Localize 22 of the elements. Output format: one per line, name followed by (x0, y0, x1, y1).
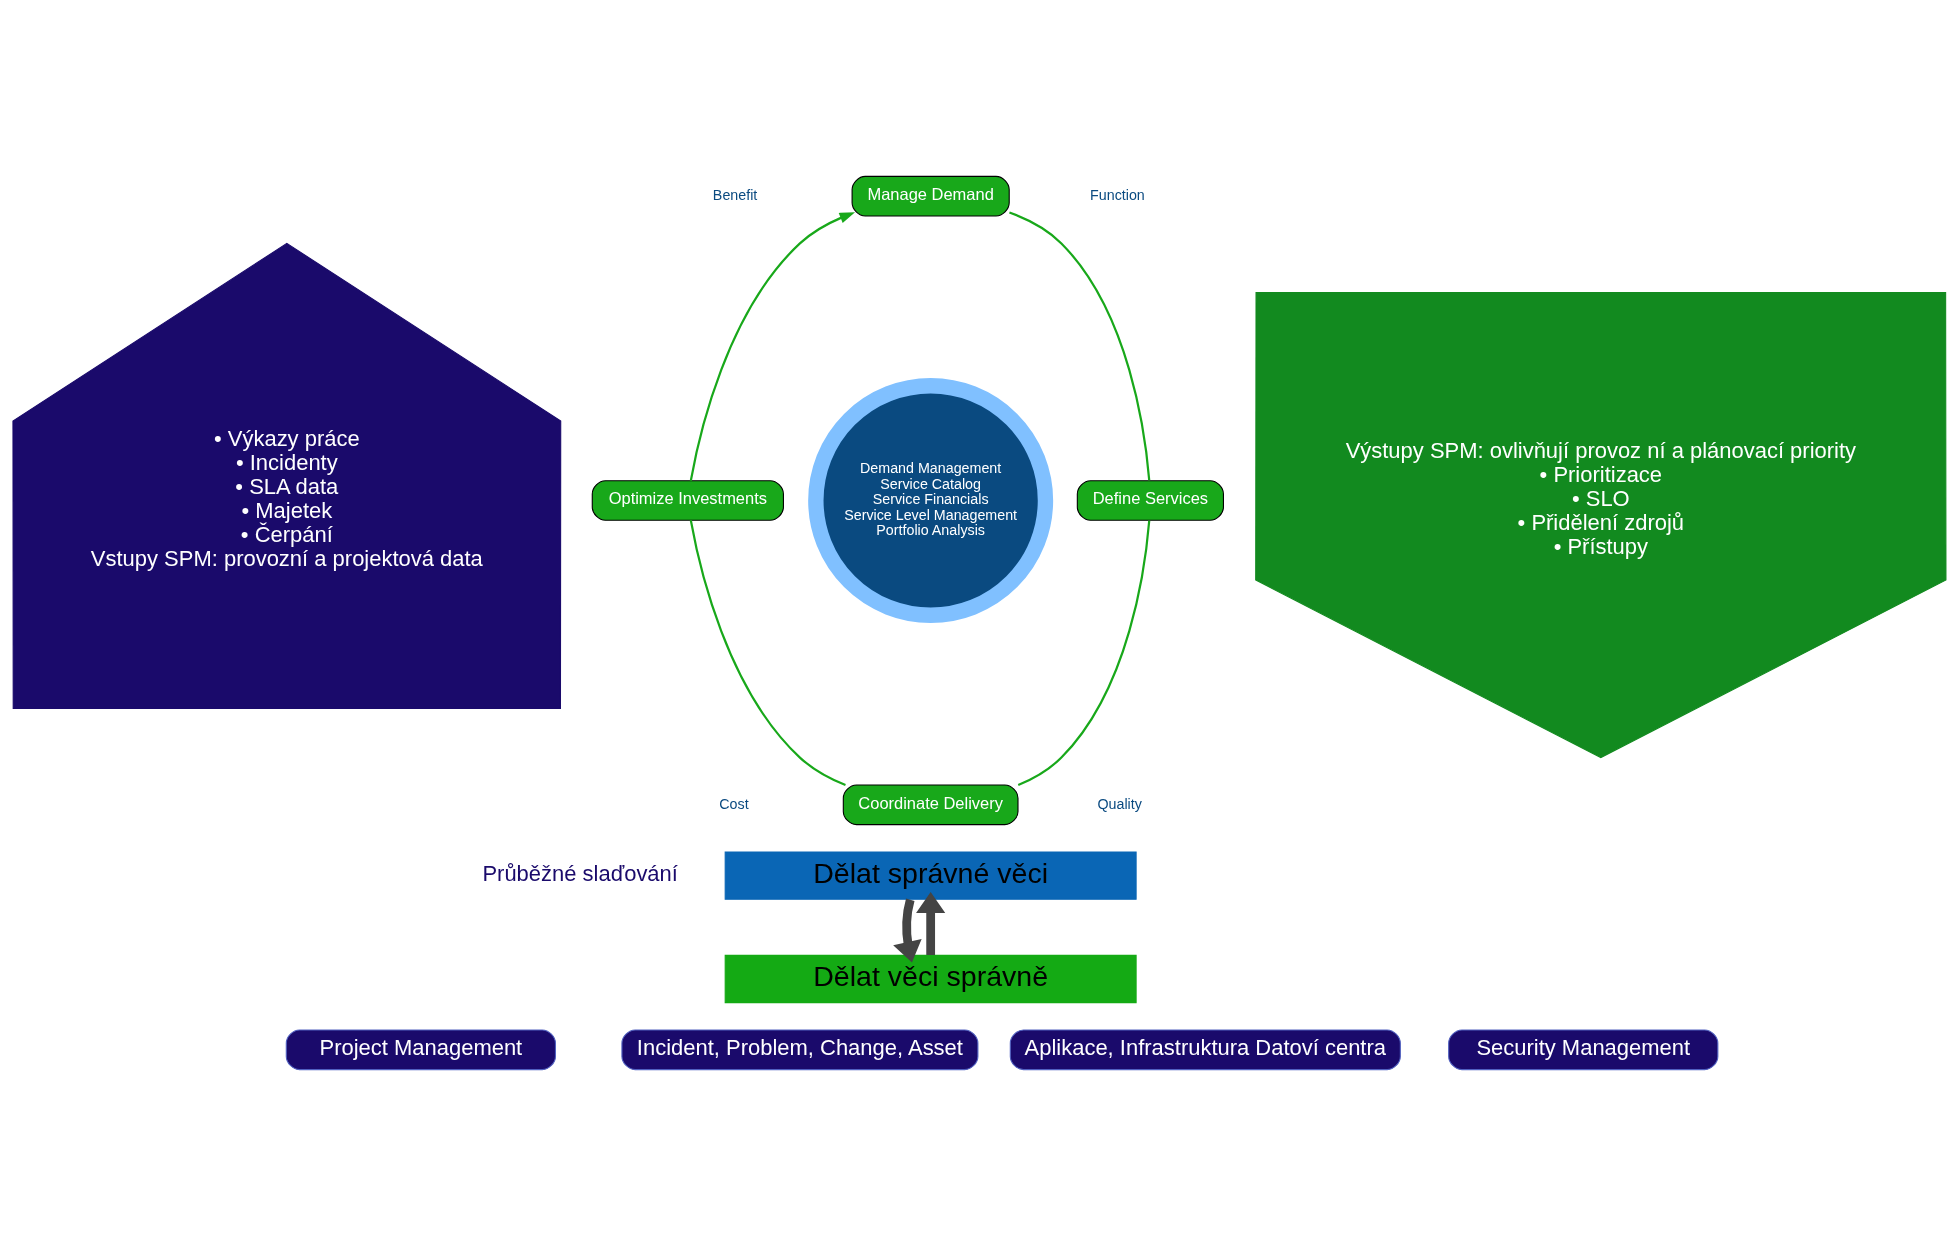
label: Průběžné slaďování (482, 860, 678, 886)
connector (689, 519, 846, 786)
node-box: Aplikace, Infrastruktura Datoví centra (1009, 1029, 1401, 1070)
node-box: Manage Demand (851, 175, 1010, 216)
arrow (893, 898, 922, 962)
arrow (689, 211, 856, 481)
node-box: Coordinate Delivery (842, 784, 1019, 825)
node-box: Incident, Problem, Change, Asset (621, 1029, 979, 1070)
label: Function (1090, 186, 1145, 203)
arrow (916, 891, 946, 955)
node-box: Define Services (1076, 479, 1224, 521)
node-box: Optimize Investments (591, 479, 784, 521)
label: Cost (719, 795, 749, 812)
connector (1009, 210, 1151, 481)
node-circle: Demand Management Service Catalog Service Financials Service Level Management Portfolio Analysis (808, 377, 1054, 623)
node-box: Dělat správné věci (724, 851, 1137, 900)
node-box: Project Management (285, 1029, 556, 1070)
label: Quality (1097, 795, 1142, 812)
connector (1017, 519, 1151, 786)
label: Benefit (712, 186, 758, 203)
node-box: Dělat věci správně (724, 954, 1137, 1003)
node-box: Security Management (1448, 1029, 1719, 1070)
